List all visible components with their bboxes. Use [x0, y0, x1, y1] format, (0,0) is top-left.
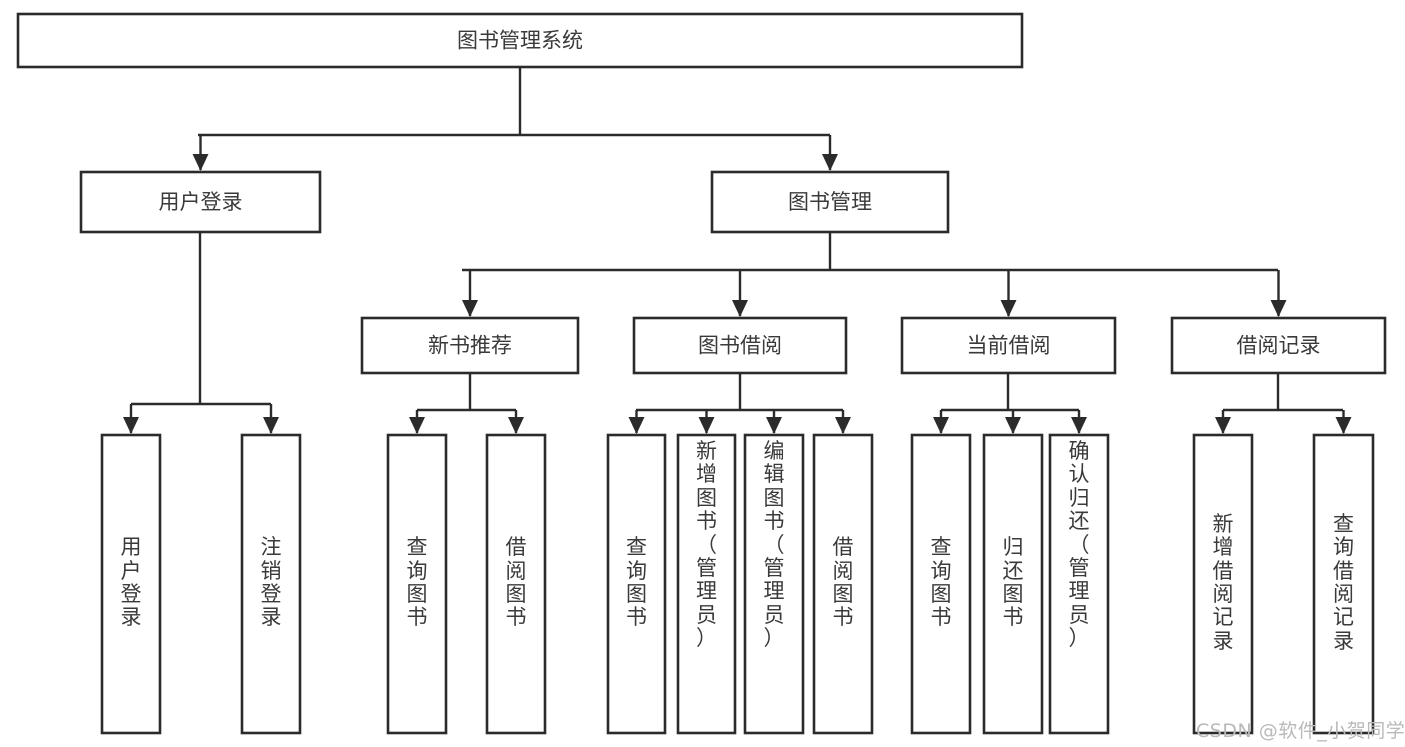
edge-n_borrow-to-l_querybook2 — [628, 410, 645, 434]
node-box-n_login[interactable] — [79, 170, 322, 234]
edge-root-to-n_manage — [822, 135, 838, 171]
edge-n_manage-to-n_record — [1270, 270, 1287, 317]
edge-n_current-to-l_returnbook — [1005, 410, 1021, 434]
arrow-head-icon — [822, 154, 838, 171]
arrow-head-icon — [123, 417, 139, 434]
node-box-l_addbook[interactable] — [676, 433, 737, 735]
arrow-head-icon — [508, 417, 524, 434]
edge-n_borrow-to-l_addbook — [698, 410, 715, 434]
arrow-head-icon — [1071, 417, 1087, 434]
arrow-head-icon — [732, 300, 748, 317]
node-box-n_newbook[interactable] — [360, 316, 580, 375]
node-box-root[interactable] — [16, 12, 1024, 69]
node-box-l_borrowbook1[interactable] — [485, 433, 547, 735]
connector-group — [941, 373, 1079, 412]
node-l_borrowbook2[interactable] — [812, 433, 874, 735]
node-l_userlogin[interactable] — [100, 433, 162, 735]
node-l_logout[interactable] — [240, 433, 302, 735]
node-label-n_record: 借阅记录 — [1237, 334, 1321, 358]
node-l_querybook1[interactable] — [386, 433, 448, 735]
node-box-l_addrecord[interactable] — [1192, 433, 1254, 735]
node-root[interactable] — [16, 12, 1024, 69]
node-box-n_manage[interactable] — [710, 170, 950, 234]
connector-group — [198, 67, 830, 137]
node-label-n_manage: 图书管理 — [788, 190, 872, 214]
node-n_record[interactable] — [1170, 316, 1387, 375]
node-n_borrow[interactable] — [632, 316, 848, 375]
edge-root-to-n_login — [192, 135, 209, 171]
edge-n_manage-to-n_borrow — [732, 270, 748, 317]
watermark-text: CSDN @软件_小贺同学 — [1196, 720, 1405, 742]
node-box-l_userlogin[interactable] — [100, 433, 162, 735]
node-box-l_querybook2[interactable] — [606, 433, 667, 735]
node-label-n_newbook: 新书推荐 — [428, 334, 512, 358]
arrow-head-icon — [263, 417, 279, 434]
connector-group — [417, 373, 516, 412]
connector-layer — [123, 67, 1352, 434]
node-l_queryrecord[interactable] — [1312, 433, 1375, 735]
edge-n_record-to-l_addrecord — [1215, 410, 1231, 434]
node-n_login[interactable] — [79, 170, 322, 234]
arrow-head-icon — [933, 417, 949, 434]
arrow-head-icon — [1270, 300, 1287, 317]
arrow-head-icon — [835, 417, 851, 434]
node-l_addrecord[interactable] — [1192, 433, 1254, 735]
node-l_borrowbook1[interactable] — [485, 433, 547, 735]
node-label-root: 图书管理系统 — [457, 29, 583, 53]
edge-n_login-to-l_userlogin — [123, 404, 139, 434]
node-box-l_logout[interactable] — [240, 433, 302, 735]
arrow-head-icon — [1335, 417, 1352, 434]
connector-group — [1223, 373, 1343, 412]
arrow-head-icon — [409, 417, 425, 434]
arrow-head-icon — [698, 417, 715, 434]
arrow-head-icon — [766, 417, 782, 434]
arrow-head-icon — [1215, 417, 1231, 434]
node-box-l_confirmreturn[interactable] — [1048, 433, 1110, 735]
node-l_confirmreturn[interactable] — [1048, 433, 1110, 735]
edge-n_newbook-to-l_querybook1 — [409, 410, 425, 434]
node-n_newbook[interactable] — [360, 316, 580, 375]
node-box-l_querybook3[interactable] — [910, 433, 972, 735]
node-l_querybook3[interactable] — [910, 433, 972, 735]
connector-group — [462, 232, 1278, 272]
node-box-l_returnbook[interactable] — [982, 433, 1044, 735]
node-label-n_current: 当前借阅 — [967, 334, 1051, 358]
edge-n_record-to-l_queryrecord — [1335, 410, 1352, 434]
node-box-l_querybook1[interactable] — [386, 433, 448, 735]
edge-n_borrow-to-l_borrowbook2 — [835, 410, 851, 434]
node-label-n_login: 用户登录 — [159, 190, 243, 214]
edge-n_newbook-to-l_borrowbook1 — [508, 410, 524, 434]
node-l_addbook[interactable] — [676, 433, 737, 735]
node-l_returnbook[interactable] — [982, 433, 1044, 735]
connector-group — [636, 373, 843, 412]
node-n_manage[interactable] — [710, 170, 950, 234]
arrow-head-icon — [192, 154, 209, 171]
node-box-n_current[interactable] — [900, 316, 1117, 375]
node-l_editbook[interactable] — [743, 433, 805, 735]
edge-n_borrow-to-l_editbook — [766, 410, 782, 434]
arrow-head-icon — [1005, 417, 1021, 434]
node-box-n_record[interactable] — [1170, 316, 1387, 375]
arrow-head-icon — [1000, 300, 1017, 317]
edge-n_current-to-l_confirmreturn — [1071, 410, 1087, 434]
arrow-head-icon — [462, 300, 478, 317]
edge-n_manage-to-n_current — [1000, 270, 1017, 317]
node-n_current[interactable] — [900, 316, 1117, 375]
node-box-n_borrow[interactable] — [632, 316, 848, 375]
node-l_querybook2[interactable] — [606, 433, 667, 735]
edge-n_login-to-l_logout — [263, 404, 279, 434]
node-label-n_borrow: 图书借阅 — [698, 334, 782, 358]
node-box-l_queryrecord[interactable] — [1312, 433, 1375, 735]
edge-n_manage-to-n_newbook — [462, 270, 478, 317]
node-box-l_editbook[interactable] — [743, 433, 805, 735]
connector-group — [131, 232, 271, 406]
edge-n_current-to-l_querybook3 — [933, 410, 949, 434]
arrow-head-icon — [628, 417, 645, 434]
node-box-l_borrowbook2[interactable] — [812, 433, 874, 735]
